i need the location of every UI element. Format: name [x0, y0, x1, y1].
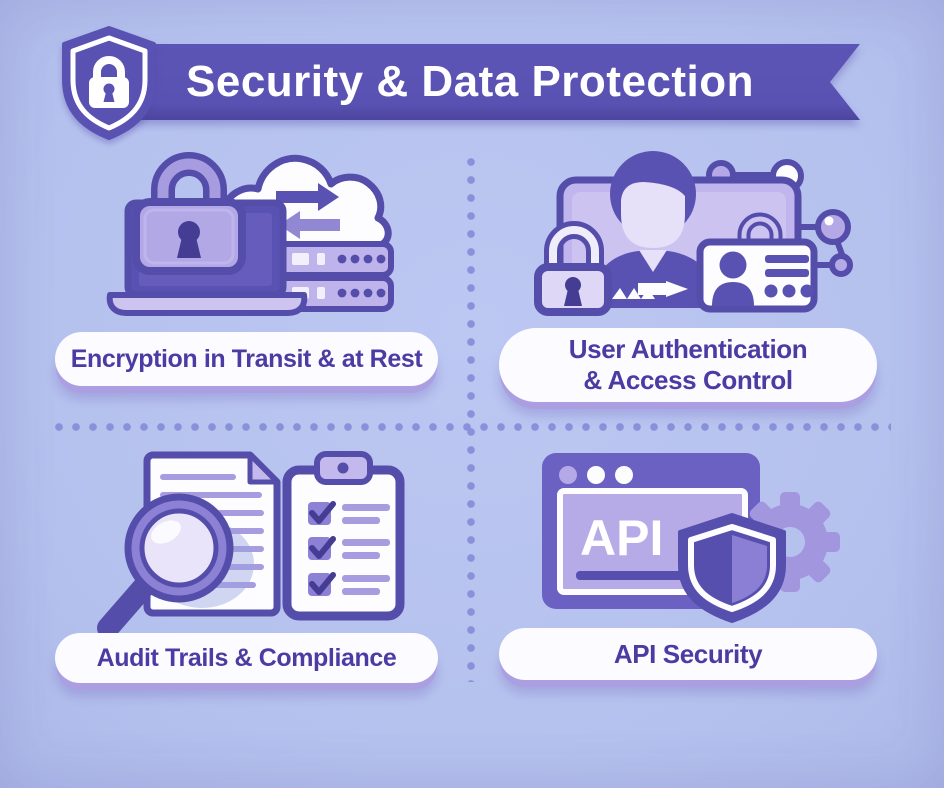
padlock-icon: [534, 221, 612, 316]
arrow-left-icon: [279, 211, 340, 239]
authentication-label-line2: & Access Control: [583, 365, 793, 395]
api-label-text: API Security: [613, 638, 763, 669]
checklist-rows: [308, 501, 390, 596]
audit-label-text: Audit Trails & Compliance: [96, 643, 397, 672]
magnifier-icon: [97, 493, 254, 637]
encryption-illustration: [106, 152, 394, 316]
authentication-illustration: [534, 151, 853, 316]
card-lock-shackle-icon: [737, 212, 783, 242]
key-icon: [590, 280, 697, 299]
page-title: Security & Data Protection: [186, 57, 755, 106]
shield-icon: [678, 513, 786, 623]
id-card-icon: [696, 238, 818, 313]
authentication-label: User Authentication & Access Control: [499, 328, 877, 402]
audit-illustration: [97, 451, 405, 637]
padlock-glyph: [89, 56, 129, 108]
user-avatar-icon: [592, 151, 716, 308]
vertical-dotted-divider: [467, 158, 475, 682]
clipboard-checklist-icon: [282, 451, 405, 621]
audit-label: Audit Trails & Compliance: [55, 633, 438, 683]
padlock-icon: [132, 152, 246, 275]
title-ribbon: Security & Data Protection: [98, 44, 860, 120]
api-label: API Security: [499, 628, 877, 680]
authentication-label-line1: User Authentication: [568, 333, 808, 364]
arrow-right-icon: [276, 183, 339, 211]
api-illustration: API: [542, 453, 840, 623]
horizontal-dotted-divider: [55, 423, 891, 431]
shield-lock-icon: [62, 26, 156, 140]
encryption-label-text: Encryption in Transit & at Rest: [70, 344, 423, 373]
api-window-text: API: [580, 510, 663, 566]
encryption-label: Encryption in Transit & at Rest: [55, 332, 438, 386]
